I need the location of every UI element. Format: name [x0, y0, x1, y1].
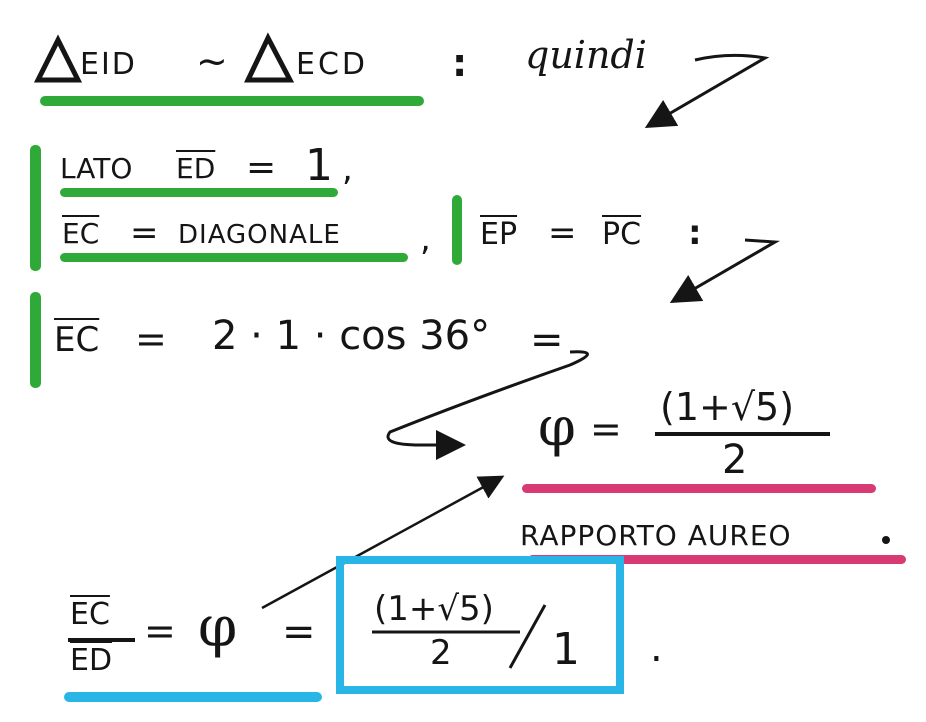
- rapporto-aureo-label: RAPPORTO AUREO: [520, 519, 792, 552]
- underline-line1: [40, 96, 424, 106]
- side-bar-green: [30, 292, 41, 388]
- colon: :: [452, 41, 468, 85]
- fraction-numerator-ec: EC: [70, 597, 110, 632]
- equals-sign: =: [530, 317, 564, 363]
- box-one: 1: [552, 624, 580, 675]
- triangle-eid-label: EID: [80, 47, 137, 82]
- triangle-icon: [33, 34, 83, 83]
- triangle-ecd-label: ECD: [296, 47, 369, 82]
- final-dot: .: [650, 625, 663, 671]
- box-slash: [508, 604, 547, 669]
- side-bar-green: [452, 195, 462, 265]
- underline-diagonale: [60, 253, 408, 262]
- phi-symbol: φ: [198, 595, 238, 660]
- lato-label: LATO: [60, 152, 133, 185]
- segment-pc: PC: [602, 217, 642, 252]
- underline-rapporto: [528, 555, 906, 564]
- fraction-denominator-ed: ED: [70, 643, 113, 678]
- box-denominator: 2: [430, 633, 452, 673]
- quindi-arrow-icon: [644, 53, 770, 129]
- colon: :: [688, 213, 702, 253]
- value-one: 1: [305, 140, 333, 191]
- segment-ep: EP: [480, 217, 518, 252]
- result-box: [336, 556, 624, 694]
- cos-expression: 2 · 1 · cos 36°: [212, 313, 491, 359]
- equals-sign: =: [282, 609, 316, 655]
- triangle-icon: [244, 32, 295, 83]
- phi-symbol: φ: [538, 395, 576, 458]
- segment-ec: EC: [62, 217, 100, 250]
- quindi-text: quindi: [525, 33, 647, 77]
- equals-sign: =: [135, 317, 167, 361]
- box-numerator: (1+√5): [374, 589, 494, 629]
- equals-sign: =: [144, 609, 176, 653]
- underline-lato: [60, 188, 338, 197]
- underline-final: [64, 692, 322, 702]
- dot-icon: [882, 536, 890, 544]
- phi-denominator: 2: [722, 437, 748, 483]
- phi-arrow-icon: [261, 475, 505, 610]
- equals-sign: =: [246, 147, 277, 188]
- similar-sign: ~: [196, 39, 228, 83]
- segment-ed: ED: [176, 152, 216, 185]
- side-bar-green: [30, 145, 41, 271]
- comma: ,: [420, 219, 431, 259]
- equals-sign: =: [130, 213, 159, 253]
- comma: ,: [342, 149, 353, 189]
- colon-arrow-icon: [669, 238, 781, 304]
- equals-sign: =: [548, 213, 577, 253]
- underline-phi: [522, 484, 876, 493]
- diagonale-label: DIAGONALE: [178, 220, 341, 250]
- cos-arrow-icon: [386, 350, 589, 460]
- equals-sign: =: [590, 407, 622, 451]
- segment-ec: EC: [54, 320, 100, 360]
- phi-numerator: (1+√5): [660, 385, 795, 429]
